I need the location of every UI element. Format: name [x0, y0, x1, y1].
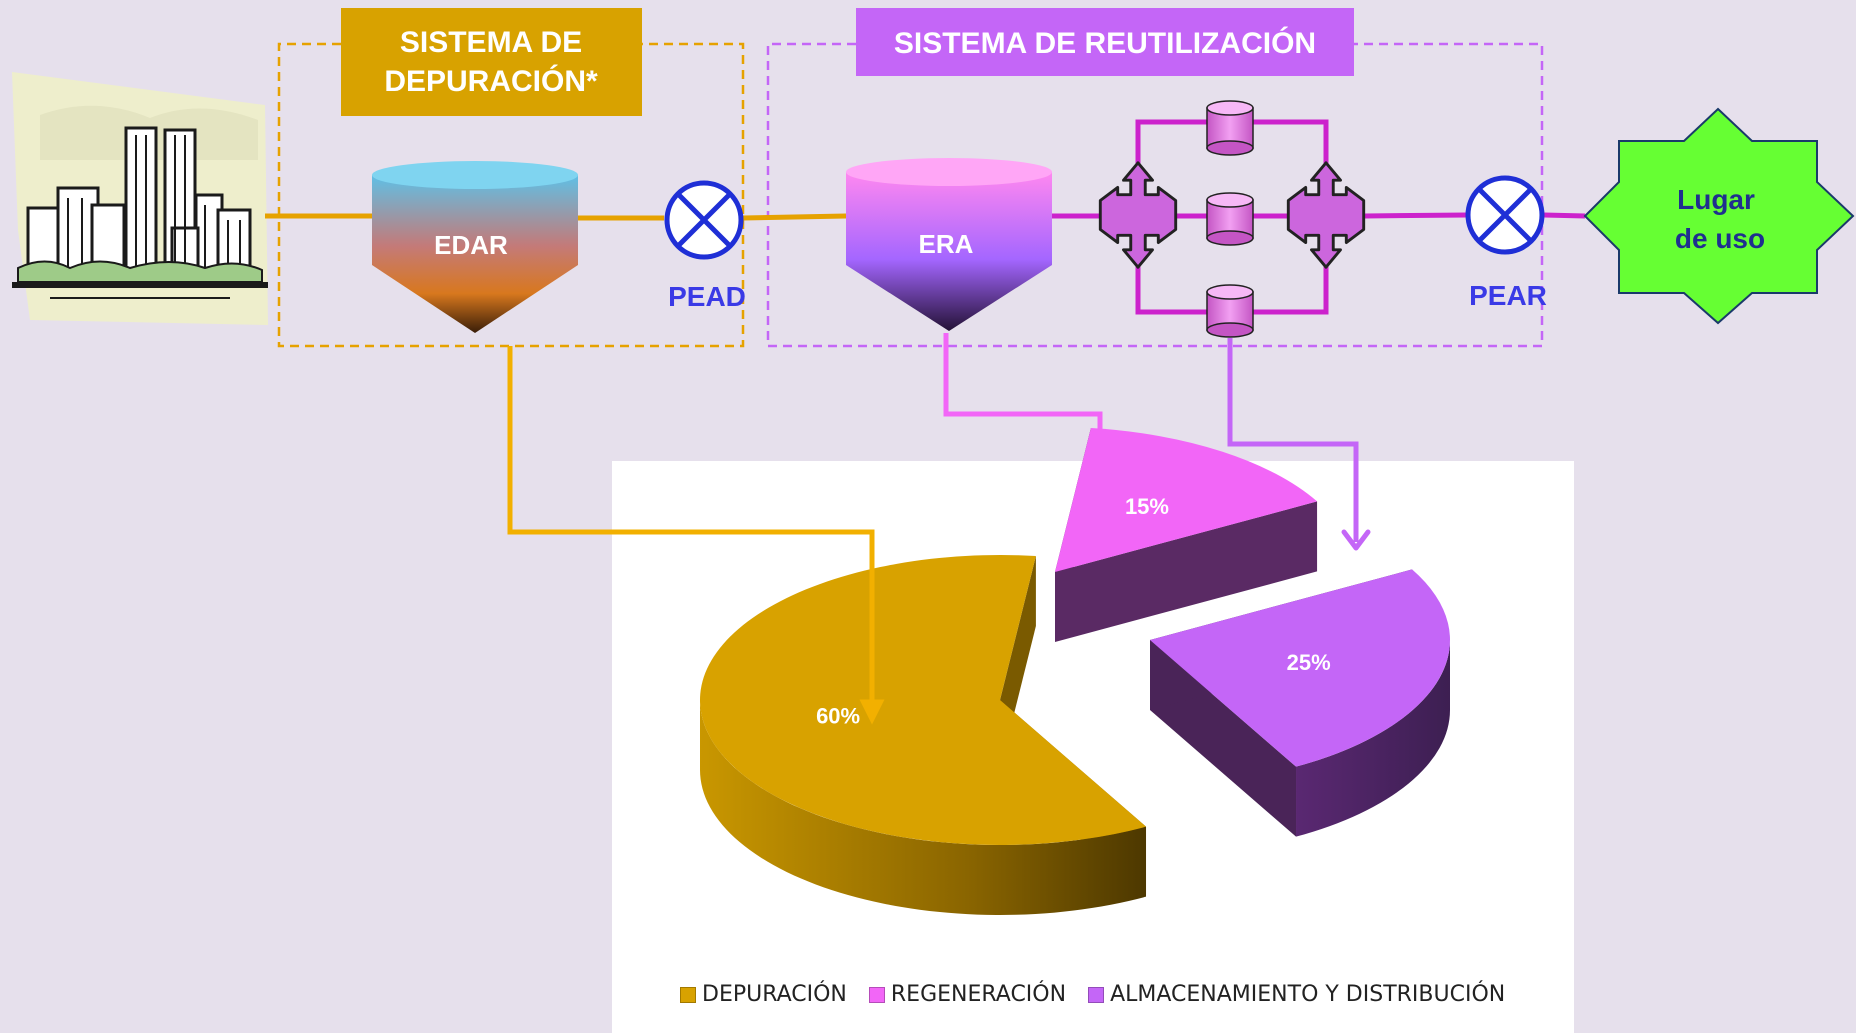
- connector-almacenamiento: [1227, 338, 1359, 542]
- legend-item: ALMACENAMIENTO Y DISTRIBUCIÓN: [1088, 982, 1505, 1007]
- lugar-de-uso-line1: Lugar: [1677, 184, 1755, 215]
- header-reutilizacion-text: SISTEMA DE REUTILIZACIÓN: [894, 26, 1316, 60]
- pie-slice-side: [700, 700, 1147, 915]
- pear-valve-icon[interactable]: [1465, 175, 1545, 255]
- pipe-pead-era: [742, 213, 847, 221]
- era-label: ERA: [919, 229, 974, 259]
- depuracion-frame: [277, 42, 745, 348]
- edar-tank: [372, 161, 578, 333]
- storage-tank-icon: [1206, 100, 1254, 156]
- chart-legend: DEPURACIÓN REGENERACIÓN ALMACENAMIENTO Y D…: [680, 982, 1505, 1007]
- pie-slice-side: [1296, 640, 1450, 837]
- header-depuracion-line1: SISTEMA DE: [400, 26, 582, 59]
- pead-valve-icon[interactable]: [664, 180, 744, 260]
- pie-data-label: 60%: [816, 703, 860, 728]
- connector-regeneracion: [943, 333, 1103, 484]
- junction-arrows-icon: [1098, 161, 1178, 269]
- legend-label: REGENERACIÓN: [890, 982, 1067, 1007]
- legend-label: DEPURACIÓN: [702, 982, 847, 1007]
- pear-label: PEAR: [1469, 280, 1547, 311]
- edar-label: EDAR: [434, 230, 508, 260]
- header-depuracion-box: [341, 8, 642, 116]
- pie-slice-depuracion: [700, 555, 1147, 846]
- pipe-distribution-pear: [1364, 212, 1468, 219]
- connector-almacenamiento-arrowhead: [1341, 529, 1371, 551]
- legend-item: REGENERACIÓN: [868, 982, 1067, 1007]
- city-icon: [12, 72, 268, 325]
- connector-depuracion: [507, 346, 885, 725]
- legend-swatch: [1088, 986, 1105, 1003]
- header-depuracion-line2: DEPURACIÓN*: [384, 64, 598, 98]
- legend-swatch: [680, 986, 696, 1003]
- pie-slice-wall: [1055, 501, 1318, 642]
- legend-item: DEPURACIÓN: [680, 982, 847, 1007]
- legend-label: ALMACENAMIENTO Y DISTRIBUCIÓN: [1110, 982, 1506, 1007]
- pie-slice-regeneracion: [1055, 428, 1318, 572]
- legend-swatch: [868, 986, 885, 1003]
- pie-chart: 60% 15% 25%: [700, 428, 1450, 915]
- connector-regeneracion-arrowhead: [1085, 471, 1115, 493]
- pie-slice-almacenamiento: [1150, 569, 1450, 767]
- pie-data-label: 25%: [1287, 650, 1331, 675]
- pie-data-label: 15%: [1125, 494, 1169, 519]
- pead-label: PEAD: [668, 281, 746, 312]
- header-reutilizacion-box: [856, 8, 1354, 76]
- lugar-de-uso-star[interactable]: [1583, 107, 1855, 325]
- storage-tank-icon: [1206, 284, 1254, 338]
- era-tank: [846, 158, 1052, 331]
- junction-arrows-icon: [1286, 161, 1366, 269]
- storage-tank-icon: [1206, 192, 1254, 246]
- pipe-pear-lugar: [1543, 212, 1586, 219]
- lugar-de-uso-line2: de uso: [1675, 223, 1765, 254]
